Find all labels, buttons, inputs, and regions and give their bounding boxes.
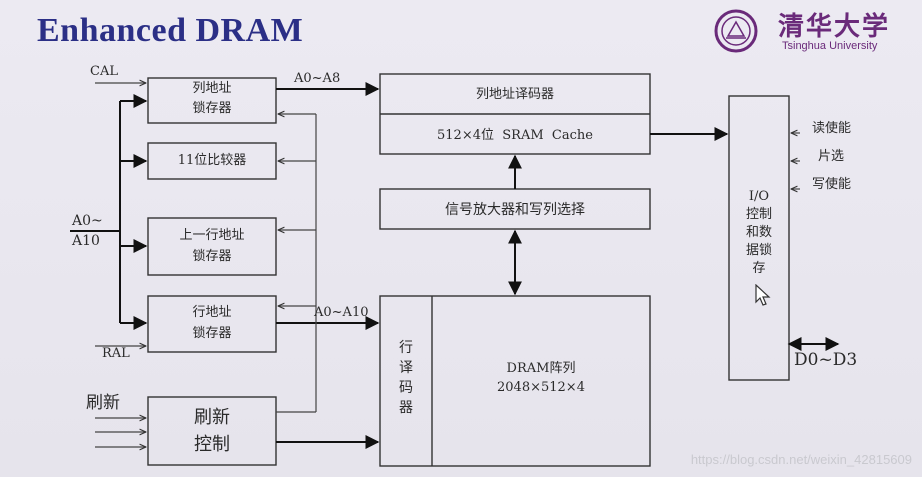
prev-row-latch-box	[147, 217, 277, 276]
cal-label: CAL	[90, 64, 118, 79]
refresh-ctrl-box	[147, 396, 277, 466]
ral-label: RAL	[102, 346, 130, 361]
data-bus-label: D0~D3	[794, 350, 858, 370]
tsinghua-seal-icon	[714, 9, 758, 53]
dram-region-box	[379, 295, 651, 467]
watermark: https://blog.csdn.net/weixin_42815609	[690, 452, 912, 467]
a0-a10-label: A0~A10	[314, 305, 369, 320]
page-title: Enhanced DRAM	[37, 12, 304, 49]
addr-input-label: A0~ A10	[72, 213, 103, 249]
sram-cache-label: 512×4位 SRAM Cache	[437, 128, 593, 143]
write-enable-label: 写使能	[812, 177, 852, 192]
a0-a8-label: A0~A8	[294, 71, 341, 86]
comparator-label: 11位比较器	[177, 153, 247, 168]
university-name-en: Tsinghua University	[782, 40, 878, 52]
sense-amp-label: 信号放大器和写列选择	[445, 202, 585, 218]
col-latch-label: 列地址 锁存器	[192, 81, 232, 116]
io-box	[728, 95, 790, 381]
refresh-ctrl-label: 刷新 控制	[194, 407, 230, 455]
dram-array-label: DRAM阵列 2048×512×4	[497, 361, 585, 395]
comparator-box	[147, 142, 277, 180]
mouse-pointer-icon	[755, 284, 771, 306]
refresh-label: 刷新	[86, 393, 120, 413]
row-latch-label: 行地址 锁存器	[192, 305, 232, 341]
col-decoder-label: 列地址译码器	[475, 87, 554, 102]
col-latch-box	[147, 77, 277, 124]
prev-row-latch-label: 上一行地址 锁存器	[179, 228, 245, 264]
university-name-cn: 清华大学	[778, 12, 891, 42]
chip-select-label: 片选	[818, 149, 845, 164]
read-enable-label: 读使能	[812, 121, 852, 136]
row-decoder-label: 行 译 码 器	[399, 340, 413, 416]
io-ctrl-label: I/O 控制 和数 据锁 存	[745, 189, 772, 276]
